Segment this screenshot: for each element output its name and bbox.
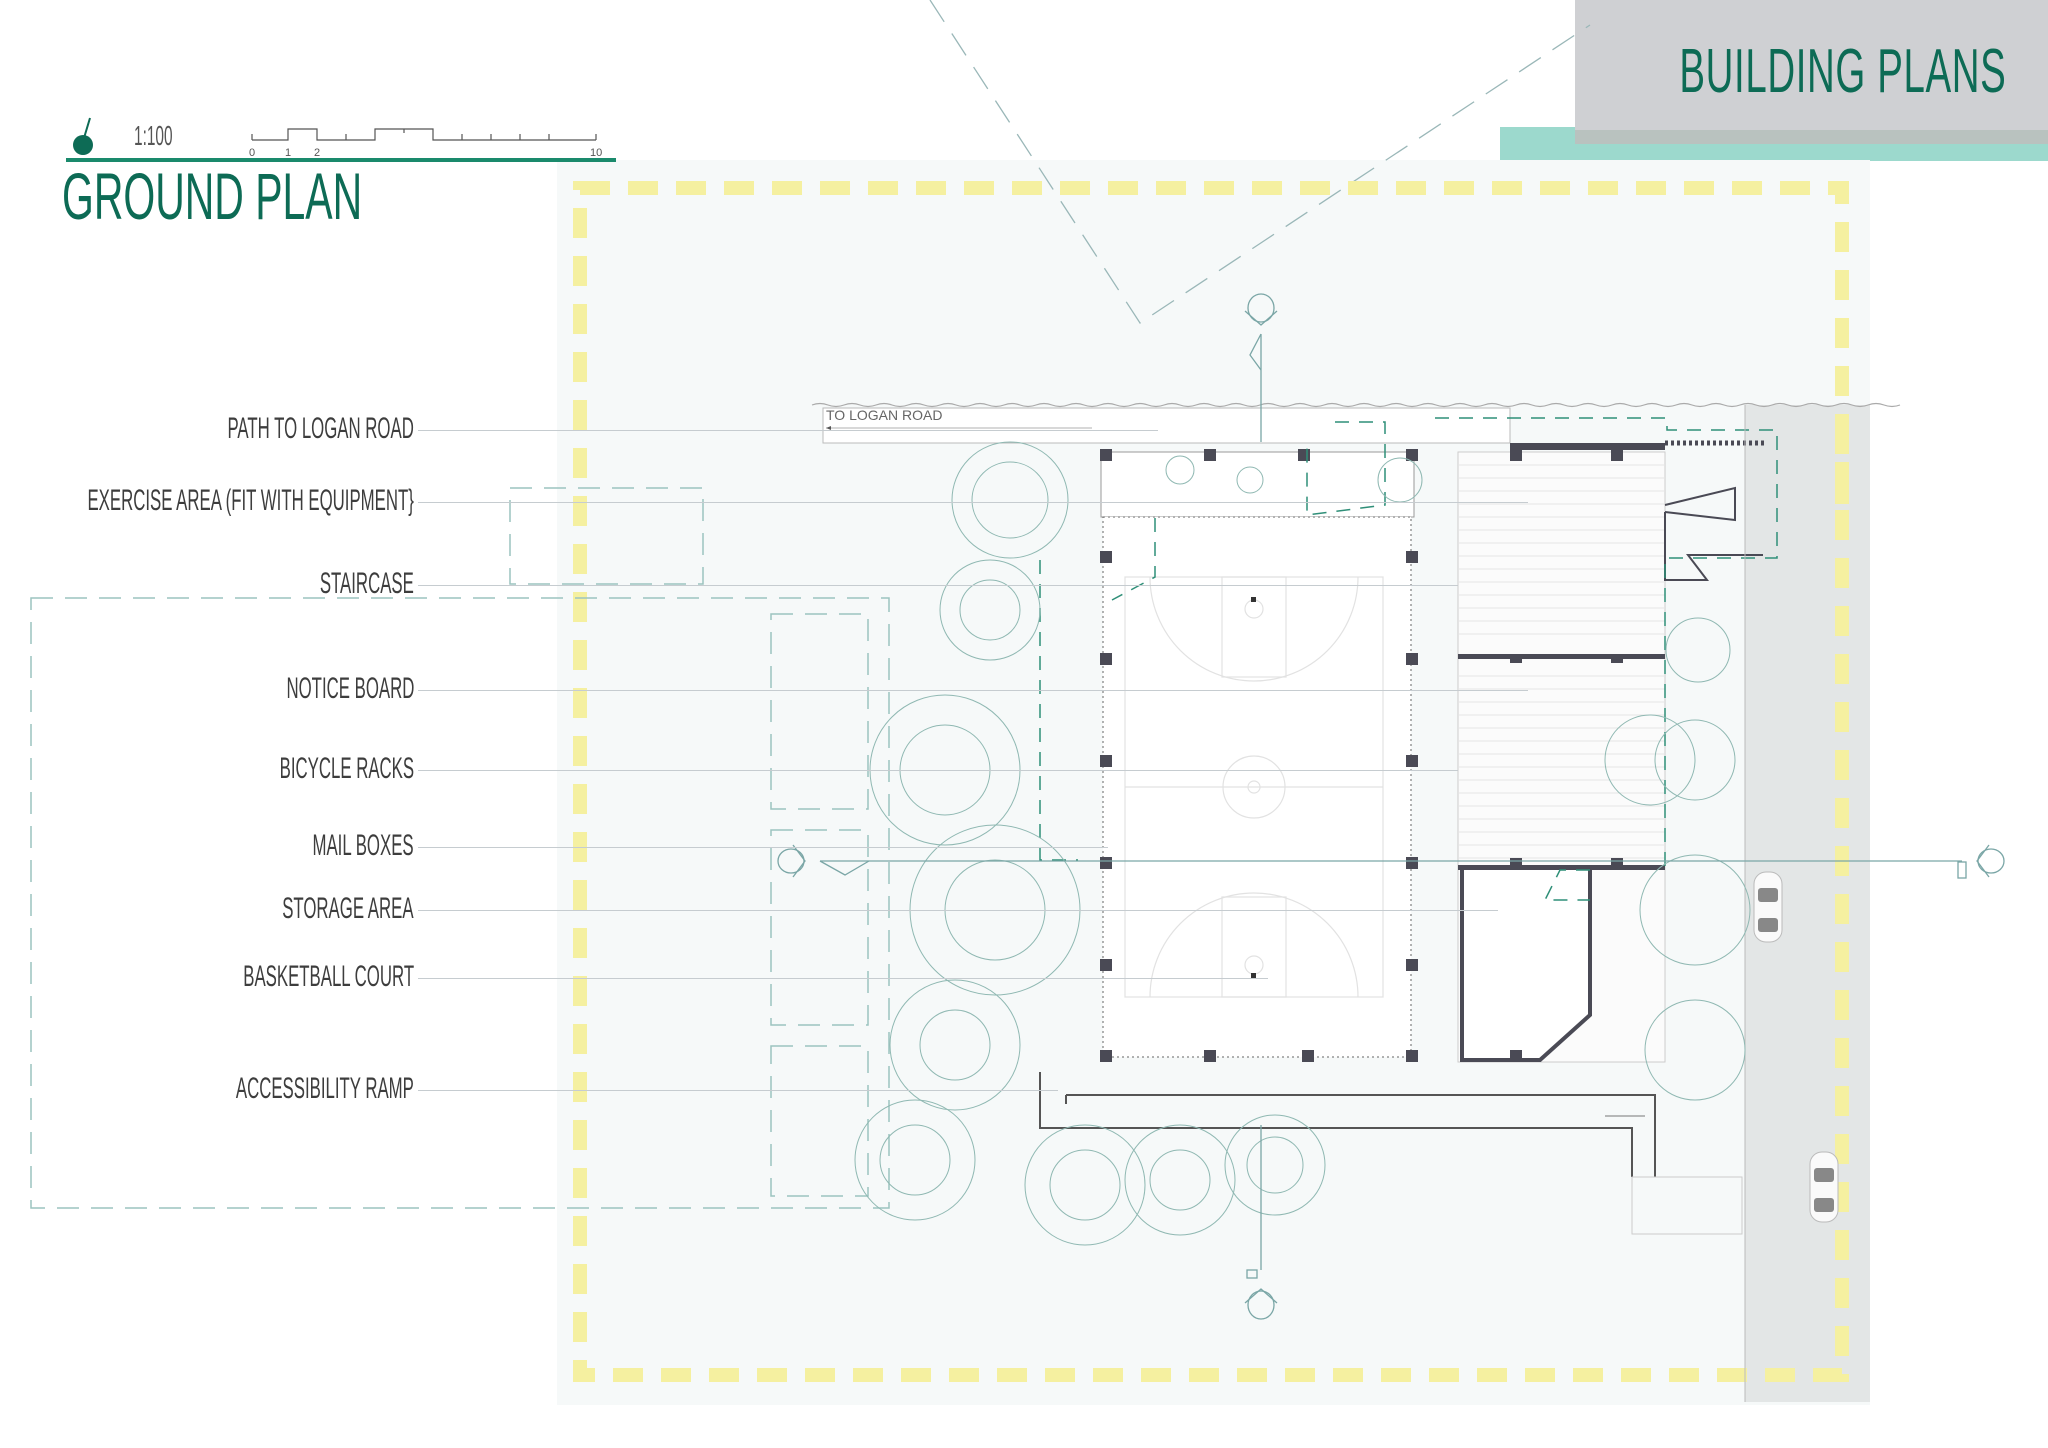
site-boundary — [573, 181, 1849, 1382]
landscape-zones — [1039, 417, 1778, 901]
section-marker-east-icon — [1957, 844, 2005, 879]
path-annotation: TO LOGAN ROAD — [826, 407, 942, 423]
leader-line — [418, 978, 1268, 979]
car-icon — [1753, 871, 1783, 943]
leader-line — [418, 502, 1528, 503]
label-exercise-area: EXERCISE AREA (FIT WITH EQUIPMENT} — [87, 484, 414, 517]
label-staircase: STAIRCASE — [320, 567, 414, 600]
ramp-landing — [1631, 1176, 1743, 1235]
north-point-icon — [73, 117, 93, 155]
section-marker-north-icon — [1244, 293, 1278, 442]
leader-line — [418, 910, 1498, 911]
scale-bar-ticks: 0 1 2 10 — [249, 147, 602, 159]
scale-bar — [251, 128, 597, 141]
logan-road-path: TO LOGAN ROAD — [811, 402, 1901, 444]
leader-line — [418, 690, 1528, 691]
leader-line — [418, 430, 1158, 431]
plan-title: GROUND PLAN — [62, 159, 363, 233]
svg-text:0: 0 — [249, 147, 255, 159]
car-icon — [1809, 1151, 1839, 1223]
leader-line — [418, 770, 1458, 771]
leader-line — [418, 1090, 1058, 1091]
view-cone-lines — [929, 0, 1591, 324]
structural-columns — [1100, 449, 1418, 1062]
label-accessibility-ramp: ACCESSIBILITY RAMP — [235, 1072, 414, 1105]
road-markings — [1835, 420, 1849, 504]
walls — [1458, 443, 1665, 870]
svg-text:2: 2 — [314, 147, 320, 159]
storage-room — [1460, 870, 1592, 1062]
leader-line — [418, 585, 1458, 586]
label-mail-boxes: MAIL BOXES — [312, 829, 414, 862]
top-planter — [1100, 451, 1415, 518]
title-panel-shadow — [1575, 130, 2048, 144]
label-path-to-logan-road: PATH TO LOGAN ROAD — [227, 412, 414, 445]
scale-ratio: 1:100 — [134, 120, 173, 151]
section-marker-south-icon — [1244, 1125, 1278, 1320]
section-marker-west-icon — [777, 844, 1962, 878]
label-storage-area: STORAGE AREA — [282, 892, 414, 925]
section-title: BUILDING PLANS — [1679, 37, 2006, 106]
label-bicycle-racks: BICYCLE RACKS — [279, 752, 414, 785]
staircase — [1664, 440, 1767, 581]
svg-text:1: 1 — [285, 147, 291, 159]
storage-column — [1510, 1050, 1522, 1060]
basketball-court — [1102, 516, 1412, 1058]
accessibility-ramp — [1039, 1072, 1656, 1177]
label-notice-board: NOTICE BOARD — [286, 672, 414, 705]
title-rule — [66, 158, 616, 162]
future-zones — [30, 487, 890, 1209]
leader-line — [418, 847, 1108, 848]
title-panel — [1575, 0, 2048, 130]
svg-text:10: 10 — [590, 147, 602, 159]
label-basketball-court: BASKETBALL COURT — [243, 960, 414, 993]
